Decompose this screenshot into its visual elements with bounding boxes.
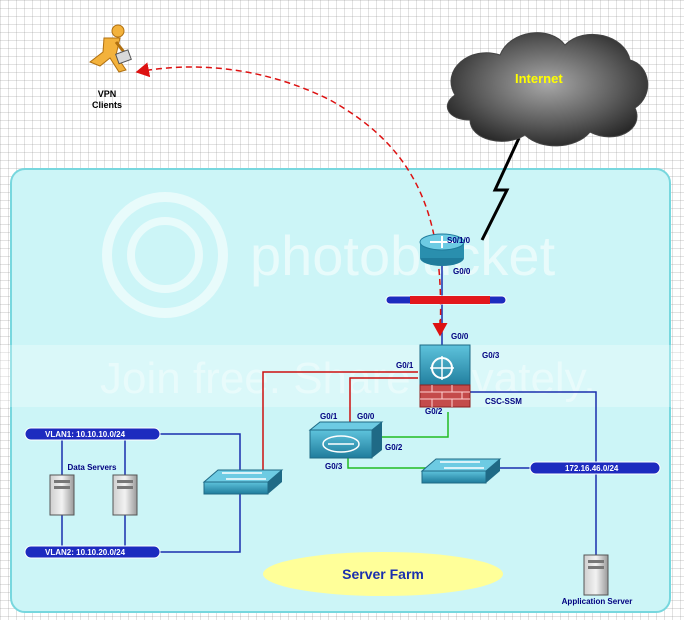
vlan2-bus: VLAN2: 10.10.20.0/24 (24, 545, 161, 559)
vlan2-label: VLAN2: 10.10.20.0/24 (45, 548, 126, 557)
router-port-upper: S0/1/0 (447, 236, 471, 245)
server-icon (112, 474, 138, 516)
server-icon (49, 474, 75, 516)
asa-firewall-icon: G0/1 G0/3 G0/2 CSC-SSM (396, 344, 522, 416)
watermark-brand: photobucket (250, 224, 556, 287)
dmz-label: 172.16.46.0/24 (565, 464, 619, 473)
vlan1-bus: VLAN1: 10.10.10.0/24 (24, 427, 161, 441)
csc-ssm-label: CSC-SSM (485, 397, 522, 406)
wan-link (480, 137, 521, 241)
core-port-g03: G0/3 (325, 462, 343, 471)
data-servers: Data Servers (49, 463, 138, 516)
firewall-port-top: G0/0 (451, 332, 469, 341)
switch-right-icon (420, 458, 502, 484)
link-firewall-g01-red (262, 371, 418, 470)
router-port-lower: G0/0 (453, 267, 471, 276)
vlan1-label: VLAN1: 10.10.10.0/24 (45, 430, 126, 439)
watermark-tagline: Join free. Share privately. (100, 354, 596, 403)
core-port-g00: G0/0 (357, 412, 375, 421)
core-port-g02: G0/2 (385, 443, 403, 452)
switch-left-icon (202, 469, 284, 495)
app-server-label: Application Server (562, 597, 633, 606)
link-switch-vlan1 (160, 433, 241, 470)
link-firewall-core-red (349, 377, 418, 425)
router-icon: S0/1/0 G0/0 (419, 233, 471, 276)
vpn-tunnel-path (135, 62, 442, 336)
router-firewall-bus: G0/0 (385, 295, 507, 341)
link-firewall-appserver (470, 391, 597, 555)
core-port-g01: G0/1 (320, 412, 338, 421)
data-servers-label: Data Servers (68, 463, 117, 472)
link-core-g03-green (347, 458, 430, 469)
runner-with-briefcase-icon: VPN Clients (88, 24, 132, 110)
server-farm-label-ellipse: Server Farm (263, 552, 503, 596)
firewall-port-right: G0/3 (482, 351, 500, 360)
server-farm-label: Server Farm (342, 566, 424, 582)
firewall-port-bottom: G0/2 (425, 407, 443, 416)
watermark: photobucket Join free. Share privately. (0, 192, 684, 407)
server-icon (583, 554, 609, 596)
dmz-bus: 172.16.46.0/24 (529, 461, 661, 475)
server-farm-zone (10, 168, 671, 613)
link-switch-vlan2 (160, 490, 241, 553)
link-firewall-g02-green (380, 412, 449, 438)
firewall-port-left: G0/1 (396, 361, 414, 370)
application-server: Application Server (562, 554, 633, 606)
vpn-clients-label-line1: VPN (98, 89, 117, 99)
layer3-switch-icon: G0/1 G0/0 G0/2 G0/3 (308, 412, 403, 471)
internet-cloud-icon: Internet (446, 32, 649, 147)
internet-label: Internet (515, 71, 563, 86)
vpn-clients-label-line2: Clients (92, 100, 122, 110)
